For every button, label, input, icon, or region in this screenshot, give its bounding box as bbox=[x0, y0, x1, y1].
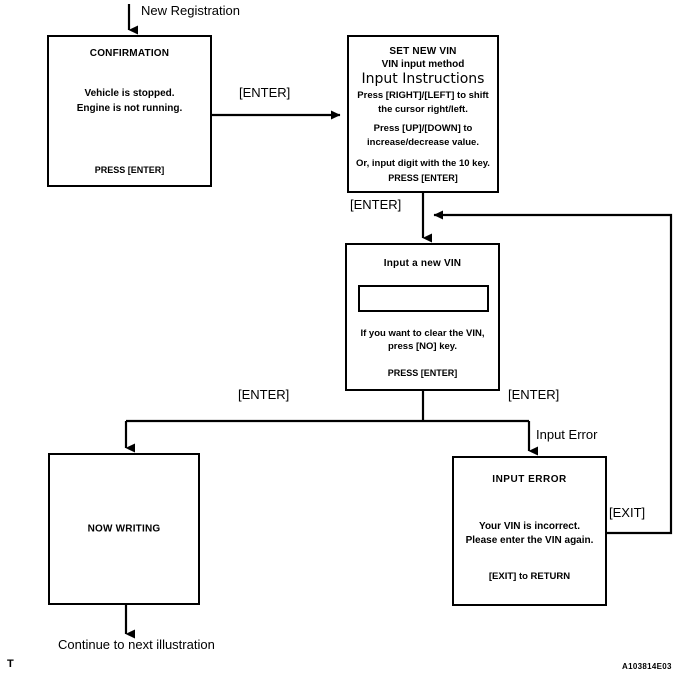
set-new-vin-instruction-line-3: Press [UP]/[DOWN] to bbox=[373, 123, 473, 134]
set-new-vin-instruction-line-1: Press [RIGHT]/[LEFT] to shift bbox=[357, 90, 489, 101]
input-a-new-vin-body-line-1: If you want to clear the VIN, bbox=[360, 328, 485, 339]
corner-marker: T bbox=[7, 658, 14, 670]
edge-label-input-error: Input Error bbox=[536, 427, 598, 442]
input-a-new-vin-title: Input a new VIN bbox=[383, 258, 462, 269]
edge-label-inputvin-to-error: [ENTER] bbox=[508, 387, 560, 402]
set-new-vin-instruction-line-4: increase/decrease value. bbox=[367, 137, 479, 148]
confirmation-body-line-1: Vehicle is stopped. bbox=[84, 88, 175, 99]
input-error-body-line-2: Please enter the VIN again. bbox=[465, 535, 594, 546]
confirmation-body-line-2: Engine is not running. bbox=[76, 103, 183, 114]
input-error-body: Your VIN is incorrect. Please enter the … bbox=[454, 520, 605, 548]
confirmation-body: Vehicle is stopped. Engine is not runnin… bbox=[49, 86, 210, 116]
set-new-vin-footer: PRESS [ENTER] bbox=[388, 173, 458, 183]
input-a-new-vin-footer: PRESS [ENTER] bbox=[387, 368, 458, 378]
input-error-title: INPUT ERROR bbox=[492, 474, 567, 485]
confirmation-title: CONFIRMATION bbox=[89, 48, 170, 59]
input-a-new-vin-body-line-2: press [NO] key. bbox=[388, 341, 457, 352]
now-writing-title: NOW WRITING bbox=[87, 523, 161, 535]
input-a-new-vin-body: If you want to clear the VIN, press [NO]… bbox=[347, 327, 498, 353]
edge-label-exit-return: [EXIT] bbox=[609, 505, 646, 520]
set-new-vin-instruction-line-2: the cursor right/left. bbox=[378, 104, 468, 115]
figure-code: A103814E03 bbox=[622, 662, 672, 671]
input-error-footer: [EXIT] to RETURN bbox=[488, 571, 571, 582]
set-new-vin-content: SET NEW VIN VIN input method Input Instr… bbox=[351, 45, 495, 170]
screen-box-now-writing: NOW WRITING bbox=[48, 453, 200, 605]
set-new-vin-title: SET NEW VIN bbox=[389, 46, 457, 57]
confirmation-footer: PRESS [ENTER] bbox=[94, 165, 165, 175]
edge-label-confirmation-to-setvin: [ENTER] bbox=[239, 85, 291, 100]
label-new-registration: New Registration bbox=[141, 3, 240, 18]
set-new-vin-instructions-heading: Input Instructions bbox=[361, 71, 485, 87]
vin-input-field[interactable] bbox=[358, 285, 489, 312]
screen-box-set-new-vin: SET NEW VIN VIN input method Input Instr… bbox=[347, 35, 499, 193]
set-new-vin-subtitle: VIN input method bbox=[381, 59, 465, 70]
edge-label-inputvin-to-nowwriting: [ENTER] bbox=[238, 387, 290, 402]
input-error-body-line-1: Your VIN is incorrect. bbox=[479, 521, 580, 532]
screen-box-input-error: INPUT ERROR Your VIN is incorrect. Pleas… bbox=[452, 456, 607, 606]
screen-box-input-a-new-vin: Input a new VIN If you want to clear the… bbox=[345, 243, 500, 391]
set-new-vin-instruction-line-5: Or, input digit with the 10 key. bbox=[356, 158, 490, 169]
edge-label-setvin-to-inputvin: [ENTER] bbox=[350, 197, 402, 212]
screen-box-confirmation: CONFIRMATION Vehicle is stopped. Engine … bbox=[47, 35, 212, 187]
label-continue-to-next-illustration: Continue to next illustration bbox=[58, 637, 215, 652]
